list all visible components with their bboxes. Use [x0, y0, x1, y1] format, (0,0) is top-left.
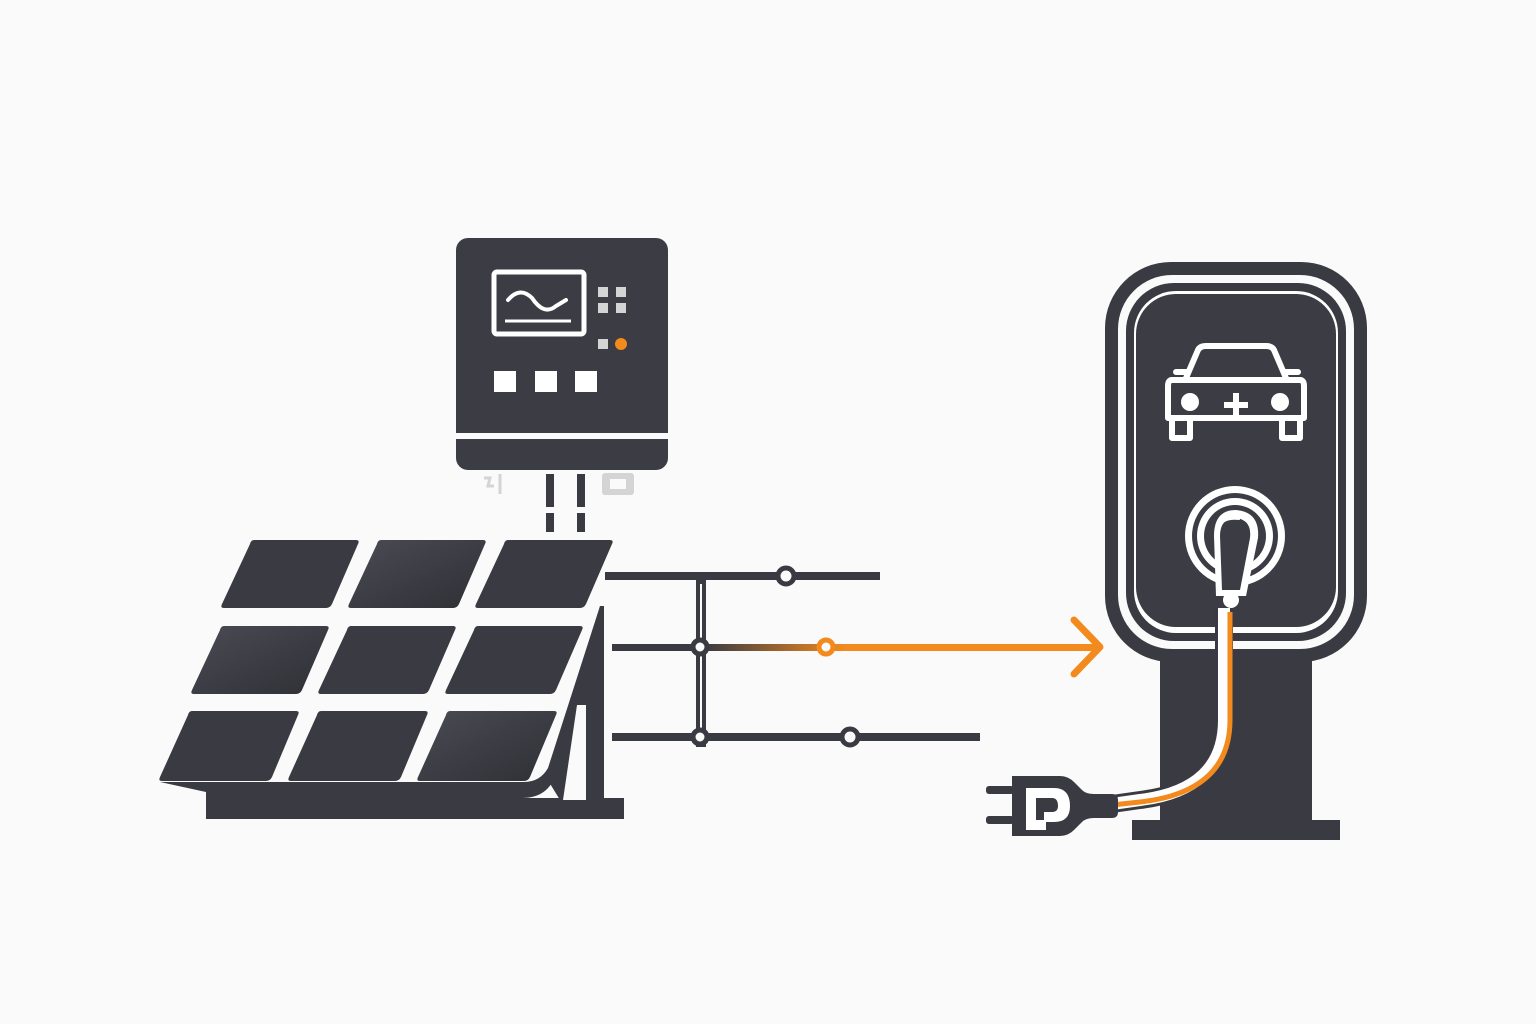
- solar-base-bar: [206, 798, 624, 819]
- bus-nodes: [690, 565, 861, 748]
- inverter-button-2: [535, 371, 557, 392]
- inverter-icon: [456, 238, 668, 532]
- bus-line-3: [612, 733, 980, 741]
- solar-cell: [318, 626, 456, 694]
- solar-cell: [159, 711, 299, 781]
- solar-cell: [221, 540, 359, 608]
- solar-cell: [348, 540, 486, 608]
- charger-stand: [1160, 650, 1312, 825]
- charging-socket: [1185, 486, 1285, 608]
- inverter-connectors: [484, 473, 634, 532]
- plug-icon: [986, 776, 1118, 836]
- inverter-button-1: [494, 371, 516, 392]
- solar-cells: [159, 540, 613, 781]
- solar-cell: [417, 711, 557, 781]
- bus-bar-icon: [605, 565, 1104, 748]
- ev-charger-icon: [1105, 262, 1367, 840]
- inverter-display: [491, 269, 587, 337]
- inverter-button-3: [575, 371, 597, 392]
- sine-wave-icon: [506, 290, 568, 312]
- bus-line-1: [605, 572, 880, 580]
- charging-cable: [1110, 608, 1233, 813]
- solar-cell: [475, 540, 613, 608]
- solar-cell: [445, 626, 583, 694]
- car-plus-icon: [1165, 343, 1307, 441]
- status-led: [615, 338, 627, 350]
- bus-line-2-active: [706, 644, 1101, 651]
- flow-arrow: [1070, 616, 1104, 678]
- solar-cell: [191, 626, 329, 694]
- charger-base: [1132, 820, 1340, 840]
- solar-cell: [288, 711, 428, 781]
- inverter-indicators: [598, 287, 627, 350]
- solar-panel-icon: [159, 540, 624, 819]
